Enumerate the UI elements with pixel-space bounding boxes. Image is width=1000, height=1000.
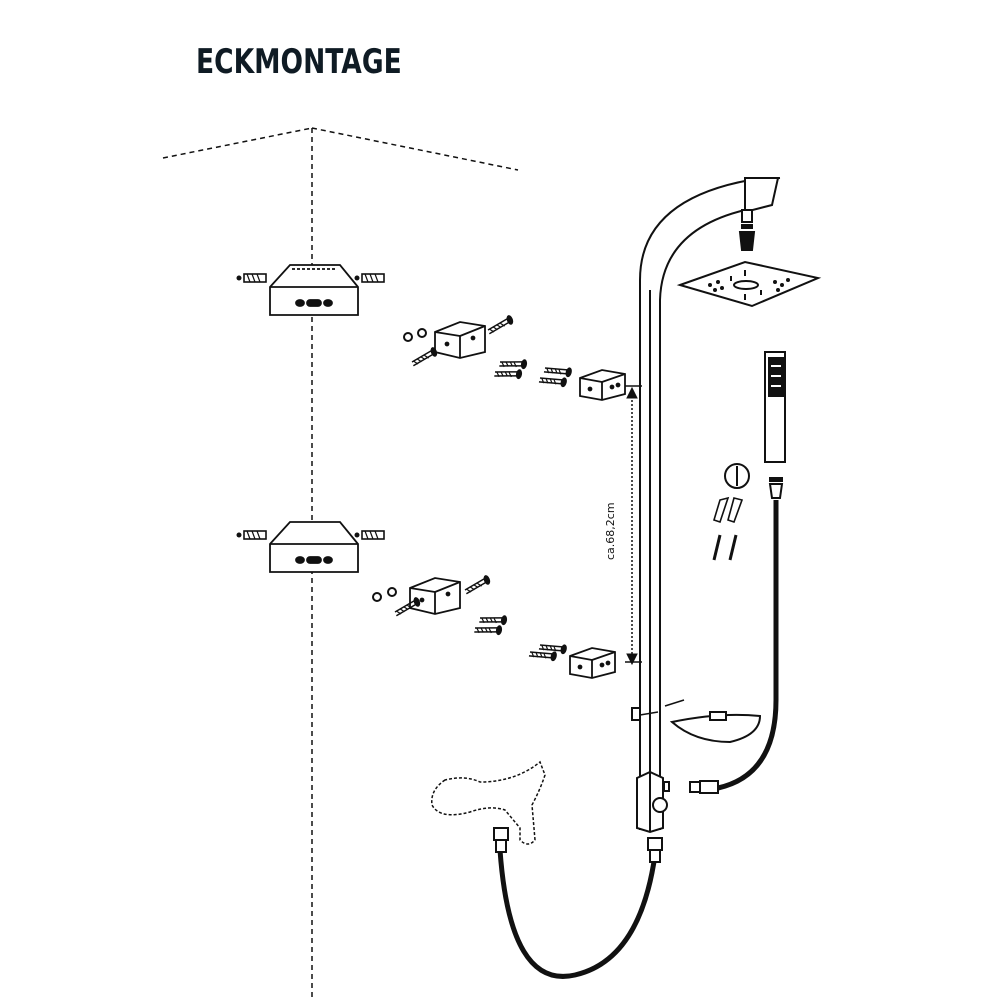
hand-shower xyxy=(764,351,786,499)
dimension-label: ca.68,2cm xyxy=(604,502,617,560)
wall-plugs xyxy=(712,496,744,561)
wall-plug-icon xyxy=(235,530,267,540)
mixer-outline xyxy=(431,760,546,845)
corner-bracket-upper xyxy=(269,264,359,316)
wall-block-upper xyxy=(579,369,626,401)
shower-column xyxy=(636,177,781,834)
mounting-block-lower xyxy=(409,577,461,615)
wall-plug-icon xyxy=(235,273,267,283)
corner-bracket-lower xyxy=(269,521,359,573)
rain-shower-head xyxy=(676,209,822,308)
dimension-line xyxy=(625,385,642,666)
hand-shower-hose xyxy=(689,500,779,794)
mounting-block-upper xyxy=(434,321,486,359)
connection-hose xyxy=(493,827,663,979)
hand-shower-holder xyxy=(724,463,750,489)
wall-plug-icon xyxy=(353,273,385,283)
soap-tray xyxy=(631,699,762,744)
nuts xyxy=(372,328,427,602)
diagram-title: ECKMONTAGE xyxy=(196,42,402,82)
wall-plug-icon xyxy=(353,530,385,540)
wall-block-lower xyxy=(569,647,616,679)
